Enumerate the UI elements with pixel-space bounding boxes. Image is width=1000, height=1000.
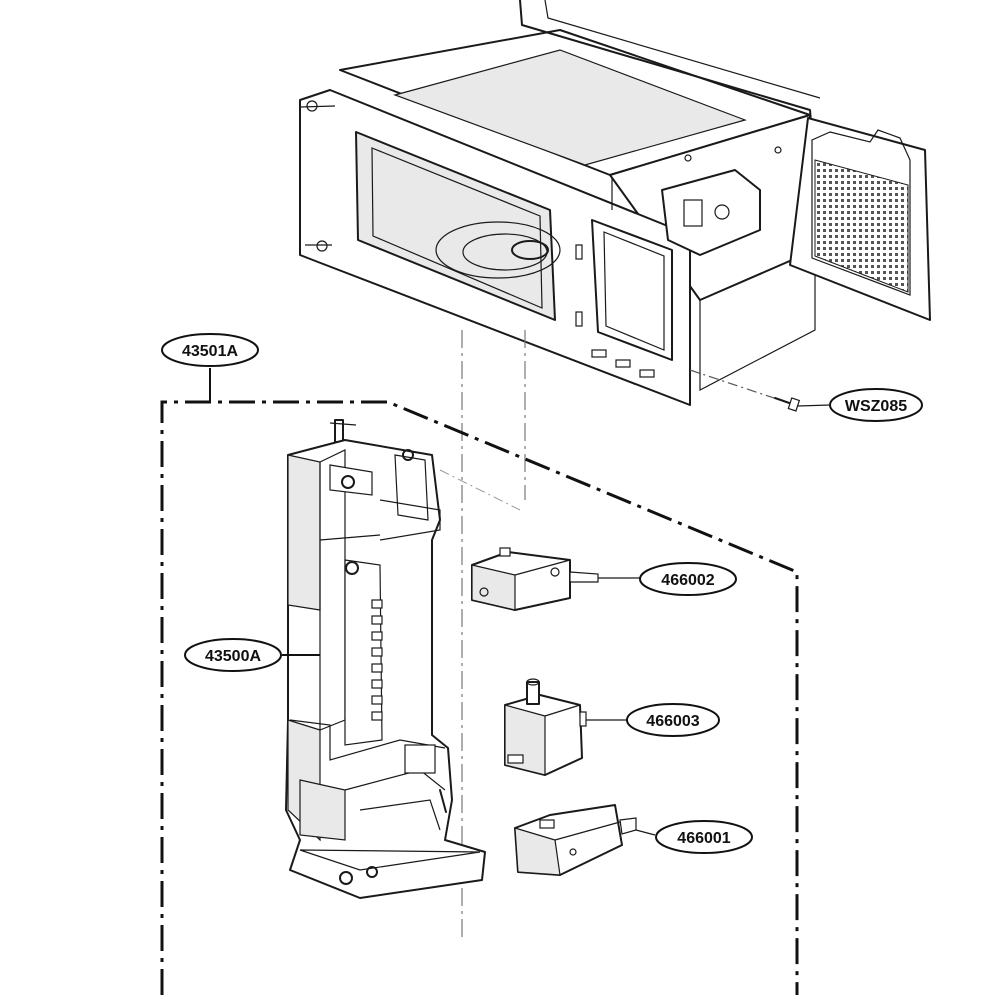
callout-screw-label: WSZ085 (845, 398, 907, 415)
latch-board (285, 419, 486, 899)
callout-switch-top: 466002 (639, 562, 737, 596)
microwave-chassis (299, 0, 821, 406)
rack-teeth (371, 599, 383, 721)
callout-latch-board: 43500A (184, 638, 282, 672)
callout-switch-middle-label: 466003 (646, 713, 699, 730)
vent-mesh-panel (789, 117, 931, 321)
switch-bottom (514, 804, 656, 876)
switch-middle (504, 678, 628, 776)
callout-switch-bottom: 466001 (655, 820, 753, 854)
callout-screw: WSZ085 (829, 388, 923, 422)
callout-switch-top-label: 466002 (661, 572, 714, 589)
callout-switch-middle: 466003 (626, 703, 720, 737)
callout-latch-board-label: 43500A (205, 648, 261, 665)
switch-top (471, 547, 640, 611)
callout-assembly: 43501A (161, 333, 259, 367)
assembly-boundary (160, 400, 799, 995)
screw (774, 397, 831, 412)
callout-assembly-label: 43501A (182, 343, 238, 360)
callout-switch-bottom-label: 466001 (677, 830, 730, 847)
